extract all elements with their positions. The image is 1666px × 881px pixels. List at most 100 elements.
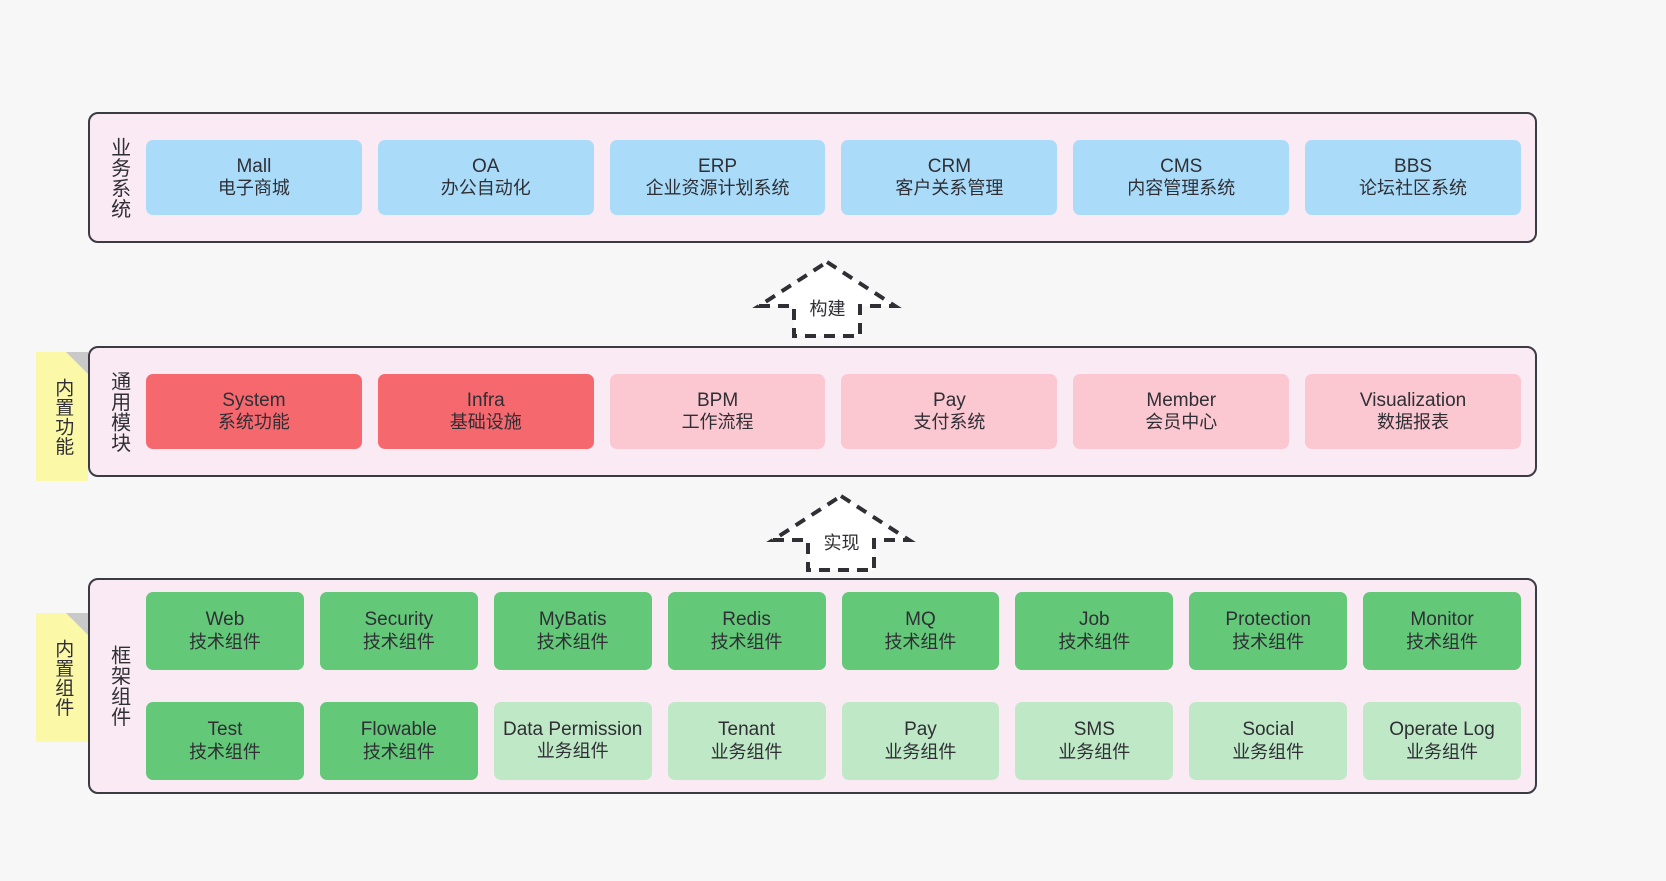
layer-body-business-systems: Mall 电子商城 OA 办公自动化 ERP 企业资源计划系统 CRM 客户关系… (146, 114, 1535, 241)
node-subtitle: 业务组件 (1058, 741, 1131, 762)
node-subtitle: 办公自动化 (440, 178, 531, 199)
node-title: System (222, 389, 286, 411)
node-social[interactable]: Social 业务组件 (1189, 702, 1348, 780)
node-data-permission[interactable]: Data Permission 业务组件 (493, 702, 652, 780)
note-label: 内置功能 (52, 377, 74, 456)
node-subtitle: 业务组件 (1406, 741, 1479, 762)
node-infra[interactable]: Infra 基础设施 (377, 374, 594, 449)
node-title: SMS (1073, 719, 1115, 741)
node-subtitle: 业务组件 (884, 741, 957, 762)
note-builtin-components: 内置组件 (36, 613, 88, 742)
node-crm[interactable]: CRM 客户关系管理 (841, 140, 1058, 215)
node-subtitle: 技术组件 (884, 631, 957, 652)
node-title: Visualization (1359, 389, 1467, 411)
node-subtitle: 业务组件 (1232, 741, 1305, 762)
layer-framework-components: 框架组件 Web 技术组件 Security 技术组件 MyBatis 技术组件… (88, 578, 1537, 794)
node-mybatis[interactable]: MyBatis 技术组件 (493, 592, 652, 670)
node-title: Test (207, 719, 243, 741)
node-bbs[interactable]: BBS 论坛社区系统 (1305, 140, 1521, 215)
node-oa[interactable]: OA 办公自动化 (377, 140, 594, 215)
node-title: Mall (236, 155, 272, 177)
node-title: Flowable (360, 719, 437, 741)
arrow-build-label: 构建 (809, 299, 846, 319)
node-pay-component[interactable]: Pay 业务组件 (841, 702, 1000, 780)
node-subtitle: 技术组件 (536, 631, 609, 652)
node-title: CMS (1160, 155, 1203, 177)
node-row: System 系统功能 Infra 基础设施 BPM 工作流程 Pay 支付系统… (146, 374, 1521, 449)
node-redis[interactable]: Redis 技术组件 (667, 592, 826, 670)
layer-title-common-modules: 通用模块 (107, 370, 130, 453)
node-pay[interactable]: Pay 支付系统 (841, 374, 1058, 449)
node-title: Monitor (1410, 609, 1474, 631)
node-title: Pay (904, 719, 937, 741)
node-test[interactable]: Test 技术组件 (146, 702, 304, 780)
node-subtitle: 客户关系管理 (895, 178, 1004, 199)
layer-body-common-modules: System 系统功能 Infra 基础设施 BPM 工作流程 Pay 支付系统… (146, 348, 1535, 475)
node-subtitle: 系统功能 (217, 412, 290, 433)
layer-business-systems: 业务系统 Mall 电子商城 OA 办公自动化 ERP 企业资源计划系统 CRM… (88, 112, 1537, 243)
node-flowable[interactable]: Flowable 技术组件 (319, 702, 478, 780)
node-title: Pay (933, 389, 966, 411)
note-builtin-features: 内置功能 (36, 352, 88, 481)
node-subtitle: 业务组件 (710, 741, 783, 762)
node-title: Redis (722, 609, 771, 631)
node-erp[interactable]: ERP 企业资源计划系统 (609, 140, 826, 215)
node-visualization[interactable]: Visualization 数据报表 (1305, 374, 1521, 449)
node-system[interactable]: System 系统功能 (146, 374, 362, 449)
node-web[interactable]: Web 技术组件 (146, 592, 304, 670)
arrow-build: 构建 (752, 258, 902, 340)
arrow-implement-label: 实现 (823, 533, 860, 553)
node-subtitle: 技术组件 (188, 741, 261, 762)
layer-title-framework-components: 框架组件 (107, 645, 130, 727)
node-mq[interactable]: MQ 技术组件 (841, 592, 1000, 670)
node-row: Test 技术组件 Flowable 技术组件 Data Permission … (146, 702, 1521, 780)
layer-title-business-systems: 业务系统 (107, 136, 130, 219)
node-mall[interactable]: Mall 电子商城 (146, 140, 362, 215)
node-title: CRM (927, 155, 972, 177)
node-title: Job (1078, 609, 1110, 631)
node-subtitle: 论坛社区系统 (1359, 178, 1468, 199)
node-member[interactable]: Member 会员中心 (1073, 374, 1290, 449)
node-subtitle: 技术组件 (1058, 631, 1131, 652)
node-subtitle: 内容管理系统 (1127, 178, 1236, 199)
node-subtitle: 技术组件 (1406, 631, 1479, 652)
node-subtitle: 业务组件 (536, 740, 609, 761)
node-subtitle: 会员中心 (1145, 412, 1218, 433)
node-operate-log[interactable]: Operate Log 业务组件 (1363, 702, 1521, 780)
node-subtitle: 电子商城 (217, 178, 290, 199)
node-bpm[interactable]: BPM 工作流程 (609, 374, 826, 449)
node-title: Social (1242, 719, 1295, 741)
node-protection[interactable]: Protection 技术组件 (1189, 592, 1348, 670)
node-tenant[interactable]: Tenant 业务组件 (667, 702, 826, 780)
node-title: Data Permission (502, 719, 643, 741)
layer-body-framework-components: Web 技术组件 Security 技术组件 MyBatis 技术组件 Redi… (146, 580, 1535, 792)
node-subtitle: 技术组件 (710, 631, 783, 652)
node-subtitle: 技术组件 (1232, 631, 1305, 652)
node-subtitle: 技术组件 (188, 631, 261, 652)
node-subtitle: 基础设施 (449, 412, 522, 433)
node-row: Web 技术组件 Security 技术组件 MyBatis 技术组件 Redi… (146, 592, 1521, 670)
node-title: BBS (1394, 155, 1433, 177)
node-monitor[interactable]: Monitor 技术组件 (1363, 592, 1521, 670)
node-title: MQ (905, 609, 936, 631)
node-subtitle: 技术组件 (362, 631, 435, 652)
node-title: Operate Log (1389, 719, 1495, 741)
node-title: Tenant (718, 719, 776, 741)
node-title: ERP (698, 155, 738, 177)
node-title: MyBatis (538, 609, 607, 631)
node-security[interactable]: Security 技术组件 (319, 592, 478, 670)
node-subtitle: 技术组件 (362, 741, 435, 762)
node-subtitle: 企业资源计划系统 (645, 178, 790, 199)
node-title: Protection (1225, 609, 1311, 631)
node-subtitle: 支付系统 (913, 412, 986, 433)
node-cms[interactable]: CMS 内容管理系统 (1073, 140, 1290, 215)
node-title: Member (1146, 389, 1217, 411)
arrow-implement: 实现 (766, 492, 916, 574)
node-title: Infra (466, 389, 505, 411)
node-title: BPM (696, 389, 739, 411)
node-row: Mall 电子商城 OA 办公自动化 ERP 企业资源计划系统 CRM 客户关系… (146, 140, 1521, 215)
node-job[interactable]: Job 技术组件 (1015, 592, 1174, 670)
node-sms[interactable]: SMS 业务组件 (1015, 702, 1174, 780)
layer-common-modules: 通用模块 System 系统功能 Infra 基础设施 BPM 工作流程 Pay… (88, 346, 1537, 477)
